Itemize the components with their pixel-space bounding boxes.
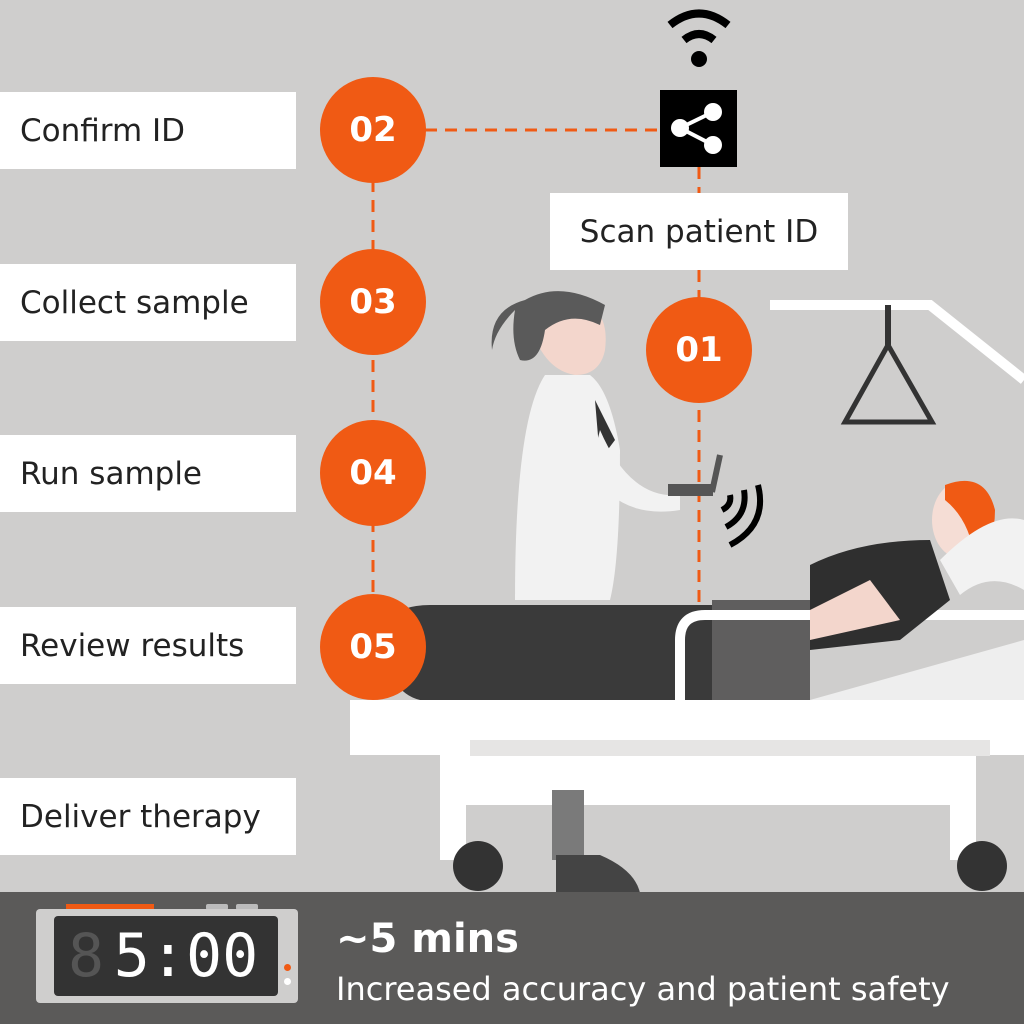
step-badge-05: 05 (320, 594, 426, 700)
nurse (491, 291, 723, 893)
step-badge-02: 02 (320, 77, 426, 183)
digital-clock-icon: 8 5:00 (36, 904, 298, 1004)
step-label-deliver-therapy: Deliver therapy (0, 778, 296, 855)
contactless-signal-icon (720, 484, 764, 548)
step-label-review-results: Review results (0, 607, 296, 684)
step-label-confirm-id: Confirm ID (0, 92, 296, 169)
step-label-run-sample: Run sample (0, 435, 296, 512)
step-badge-04: 04 (320, 420, 426, 526)
step-label-scan-patient-id: Scan patient ID (550, 193, 848, 270)
patient (810, 480, 1024, 650)
summary-bar: 8 5:00 ~5 mins Increased accuracy and pa… (0, 892, 1024, 1024)
step-badge-03: 03 (320, 249, 426, 355)
hospital-bed (350, 300, 1024, 891)
step-label-collect-sample: Collect sample (0, 264, 296, 341)
wifi-icon (667, 9, 731, 44)
duration: ~5 mins (336, 916, 519, 962)
benefit-text: Increased accuracy and patient safety (336, 970, 950, 1008)
share-icon (660, 90, 737, 167)
clock-display: 5:00 (113, 921, 259, 991)
step-badge-01: 01 (646, 297, 752, 403)
